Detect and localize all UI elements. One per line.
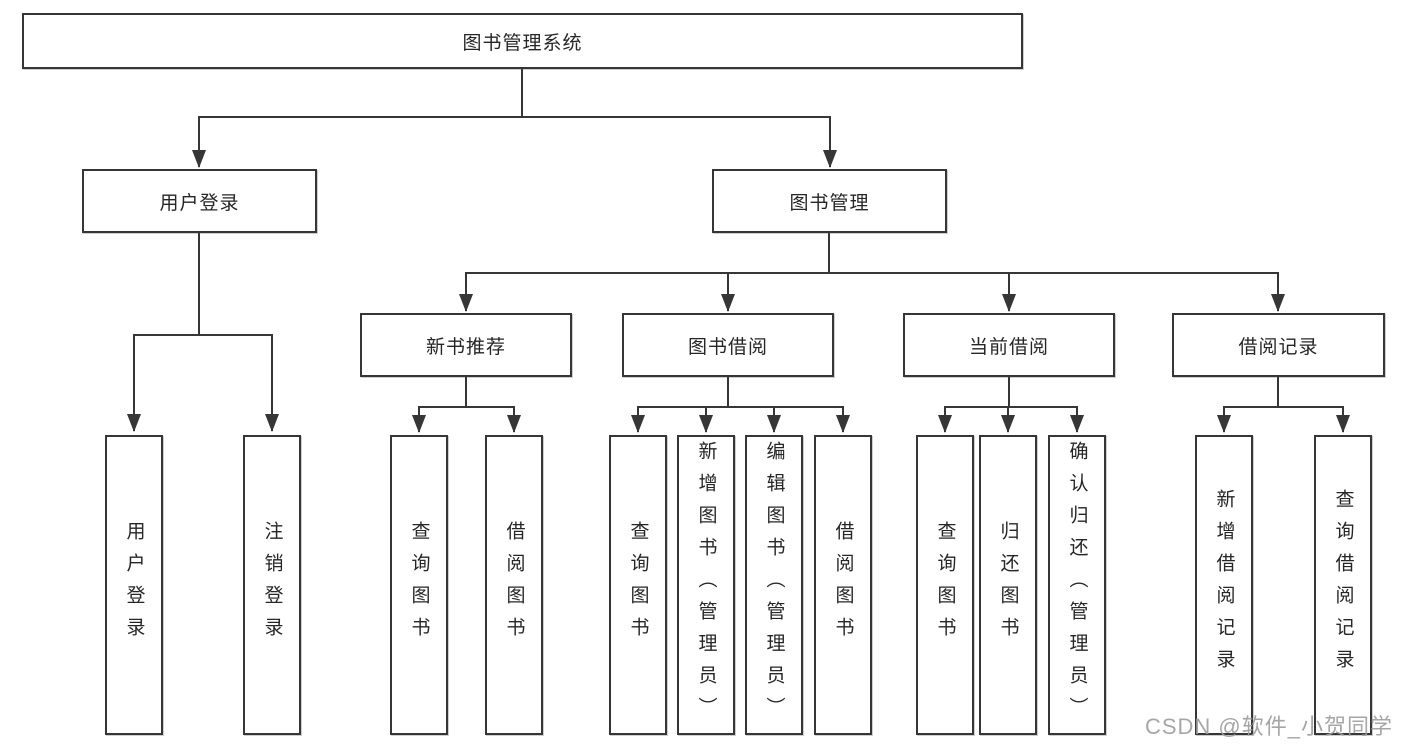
leaf-current-confirm-return-admin: 确认归还（管理员）: [1048, 435, 1106, 735]
leaf-current-return-books: 归还图书: [979, 435, 1037, 735]
node-book-management: 图书管理: [712, 169, 947, 233]
leaf-newbook-query-books: 查询图书: [390, 435, 448, 735]
node-new-book-recommend: 新书推荐: [360, 313, 572, 377]
leaf-records-add-record: 新增借阅记录: [1195, 435, 1253, 735]
leaf-records-query-record: 查询借阅记录: [1314, 435, 1372, 735]
leaf-borrowing-edit-books-admin: 编辑图书（管理员）: [745, 435, 803, 735]
node-book-borrowing: 图书借阅: [622, 313, 834, 377]
leaf-user-login: 用户登录: [105, 435, 163, 735]
leaf-logout: 注销登录: [243, 435, 301, 735]
csdn-watermark: CSDN @软件_小贺同学: [1144, 714, 1393, 739]
leaf-borrowing-add-books-admin: 新增图书（管理员）: [677, 435, 735, 735]
leaf-current-query-books: 查询图书: [916, 435, 974, 735]
node-library-management-system: 图书管理系统: [22, 13, 1023, 69]
leaf-borrowing-query-books: 查询图书: [609, 435, 667, 735]
node-current-borrowing: 当前借阅: [903, 313, 1115, 377]
leaf-borrowing-borrow-books: 借阅图书: [814, 435, 872, 735]
node-borrowing-records: 借阅记录: [1172, 313, 1385, 377]
leaf-newbook-borrow-books: 借阅图书: [485, 435, 543, 735]
node-user-login: 用户登录: [82, 169, 317, 233]
